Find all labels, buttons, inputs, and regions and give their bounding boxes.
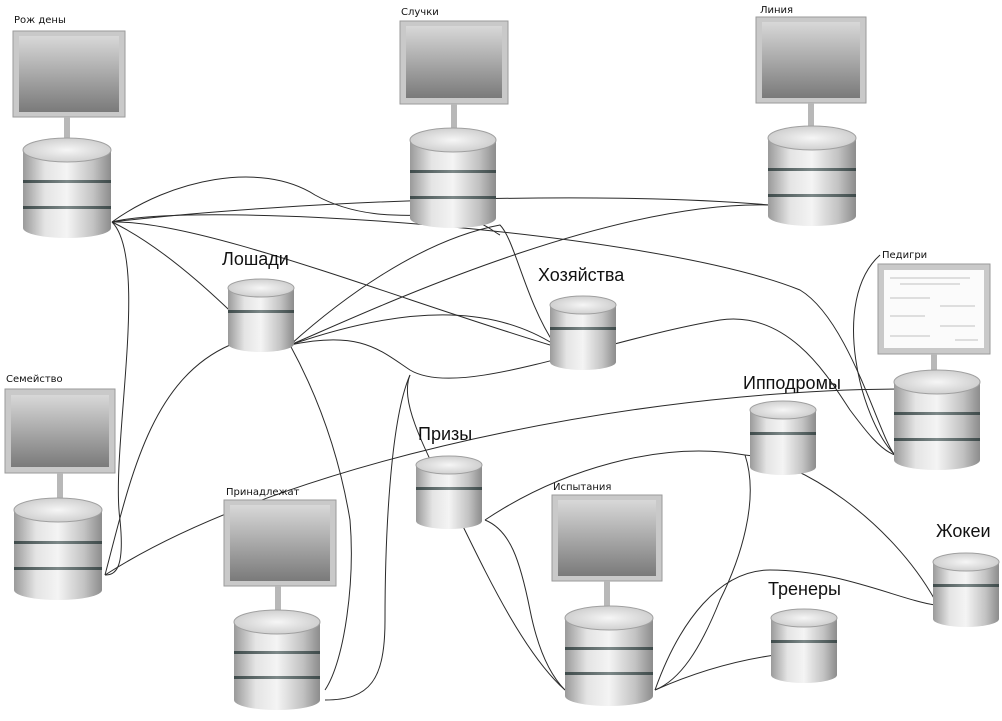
label-prinadlezhat: Принадлежат xyxy=(226,487,300,498)
database-cylinder-icon xyxy=(22,137,112,238)
node-linii[interactable]: Линия xyxy=(755,5,867,226)
label-ippodromy: Ипподромы xyxy=(743,373,841,393)
database-cylinder-icon xyxy=(227,278,295,352)
horse-herd-photo-icon xyxy=(11,395,109,467)
connector-line xyxy=(289,318,896,456)
label-zhokei: Жокеи xyxy=(936,521,991,541)
label-prizy: Призы xyxy=(418,424,472,444)
node-pedigri[interactable]: Педигри xyxy=(877,250,991,470)
connector-line xyxy=(289,314,556,346)
node-loshadi[interactable]: Лошади xyxy=(222,249,295,352)
node-prizy[interactable]: Призы xyxy=(415,424,483,529)
database-cylinder-icon xyxy=(767,125,857,226)
database-cylinder-icon xyxy=(893,369,981,470)
database-cylinder-icon xyxy=(564,605,654,706)
frame-post xyxy=(64,117,70,139)
label-pedigri: Педигри xyxy=(882,250,927,261)
connector-line xyxy=(104,388,951,576)
frame-post xyxy=(275,586,281,614)
connector-line xyxy=(111,176,431,223)
database-cylinder-icon xyxy=(932,552,1000,627)
node-trenery[interactable]: Тренеры xyxy=(768,579,841,683)
node-zhokei[interactable]: Жокеи xyxy=(932,521,1000,627)
database-cylinder-icon xyxy=(409,127,497,228)
label-trenery: Тренеры xyxy=(768,579,841,599)
connector-line xyxy=(654,654,776,691)
horse-photo-icon xyxy=(762,22,860,98)
node-khozyaystva[interactable]: Хозяйства xyxy=(538,265,625,370)
frame-post xyxy=(604,581,610,611)
database-cylinder-icon xyxy=(749,400,817,475)
label-loshadi: Лошади xyxy=(222,249,289,269)
label-rozhdeny: Рож дены xyxy=(14,15,66,26)
connector-line xyxy=(654,569,936,691)
connector-line xyxy=(406,374,566,691)
database-cylinder-icon xyxy=(233,609,321,710)
database-cylinder-icon xyxy=(770,608,838,683)
horse-photo-icon xyxy=(230,505,330,581)
connector-line xyxy=(111,221,551,346)
database-cylinder-icon xyxy=(13,497,103,600)
label-ispytaniya: Испытания xyxy=(553,482,611,493)
connector-line xyxy=(853,254,896,456)
connector-line xyxy=(289,344,352,691)
horse-photo-icon xyxy=(406,26,502,98)
node-ispytaniya[interactable]: Испытания xyxy=(551,482,663,706)
label-semeystvo: Семейство xyxy=(6,374,63,385)
document-lines xyxy=(890,277,978,341)
connections xyxy=(104,176,951,701)
connector-line xyxy=(104,344,231,576)
node-ippodromy[interactable]: Ипподромы xyxy=(743,373,841,475)
frame-post xyxy=(451,104,457,130)
label-khozyaystva: Хозяйства xyxy=(538,265,625,285)
connector-line xyxy=(484,450,746,521)
label-linii: Линия xyxy=(760,5,793,16)
connector-line xyxy=(484,519,566,691)
connector-line xyxy=(289,204,771,346)
node-rozhdeny[interactable]: Рож дены xyxy=(12,15,126,238)
connector-line xyxy=(324,374,411,701)
connector-line xyxy=(289,224,556,346)
database-cylinder-icon xyxy=(549,295,617,370)
connector-line xyxy=(654,454,751,691)
database-cylinder-icon xyxy=(415,455,483,529)
pedigree-document-icon xyxy=(884,270,984,348)
harness-race-photo-icon xyxy=(558,500,656,576)
frame-post xyxy=(931,354,937,376)
node-prinadlezhat[interactable]: Принадлежат xyxy=(223,487,337,710)
frame-post xyxy=(808,103,814,129)
horse-photo-icon xyxy=(19,36,119,112)
frame-post xyxy=(57,473,63,503)
node-sluchki[interactable]: Случки xyxy=(399,7,509,228)
label-sluchki: Случки xyxy=(401,7,439,18)
node-semeystvo[interactable]: Семейство xyxy=(4,374,116,600)
